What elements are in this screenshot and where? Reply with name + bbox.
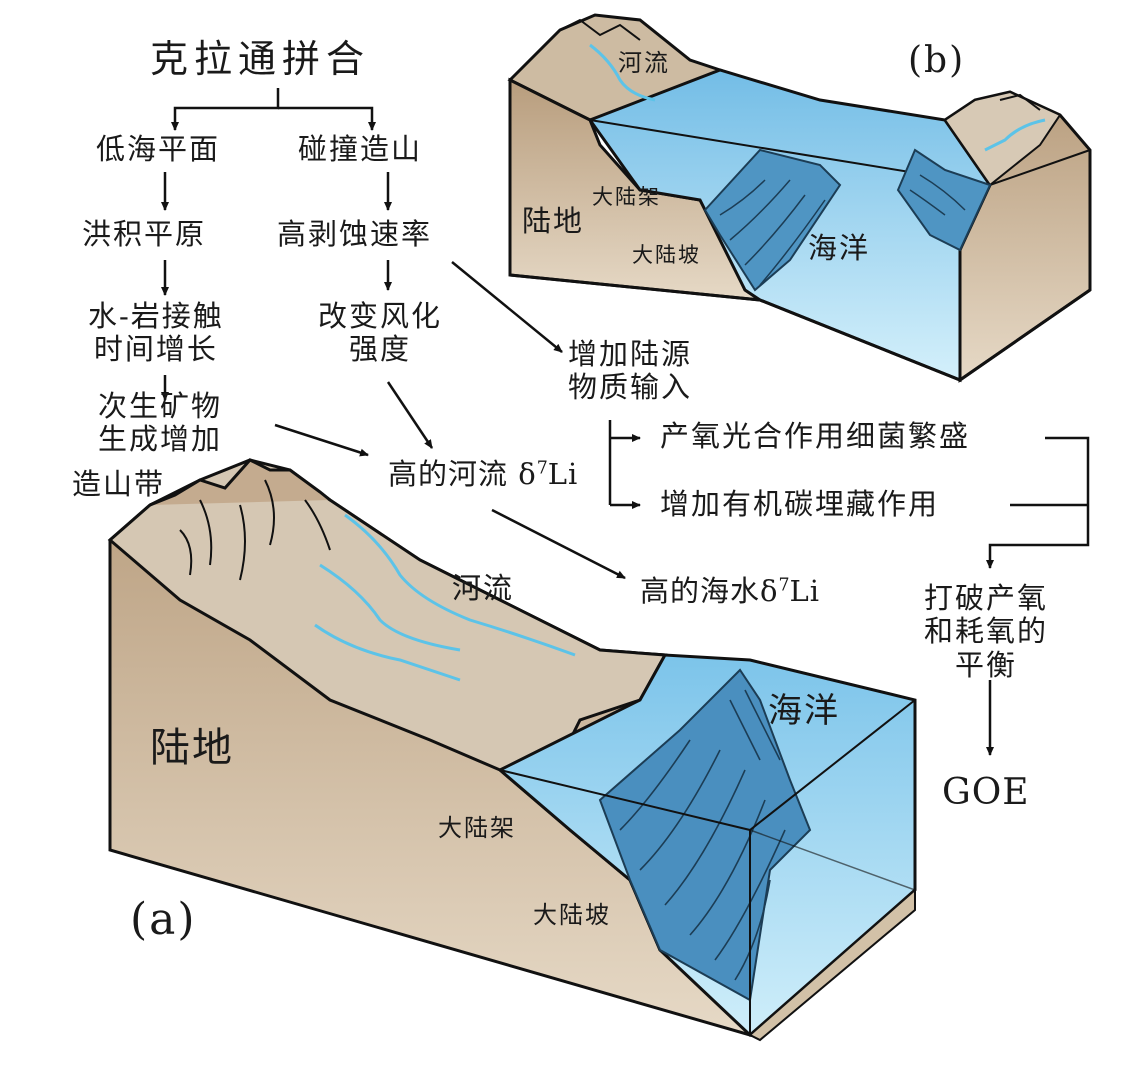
- panel-a-river-label: 河流: [452, 571, 515, 605]
- secondary-minerals-label: 次生矿物 生成增加: [98, 389, 223, 457]
- panel-b-tag: (b): [908, 40, 966, 81]
- panel-b-shelf-label: 大陆架: [592, 185, 661, 209]
- orogen-label: 造山带: [72, 467, 166, 501]
- panel-b-ocean-label: 海洋: [808, 231, 871, 265]
- root-label: 克拉通拼合: [150, 37, 371, 81]
- panel-a-block: [107, 458, 917, 1042]
- panel-a-shelf-label: 大陆架: [438, 814, 516, 842]
- low-sea-level-label: 低海平面: [96, 132, 221, 166]
- flow-arrows: [161, 88, 1090, 756]
- redox-balance-label: 打破产氧 和耗氧的 平衡: [924, 581, 1049, 682]
- panel-b-river-label: 河流: [618, 49, 670, 77]
- panel-b-block: [507, 13, 1092, 383]
- collision-orogeny-label: 碰撞造山: [298, 132, 423, 166]
- high-erosion-rate-label: 高剥蚀速率: [277, 217, 433, 251]
- panel-b-slope-label: 大陆坡: [632, 243, 701, 267]
- panel-a-ocean-label: 海洋: [768, 691, 840, 731]
- goe-label: GOE: [942, 772, 1030, 813]
- panel-a-slope-label: 大陆坡: [533, 901, 611, 929]
- organic-carbon-burial-label: 增加有机碳埋藏作用: [660, 487, 940, 521]
- cyanobacteria-bloom-label: 产氧光合作用细菌繁盛: [660, 419, 971, 453]
- river-li-label: 高的河流 δ7Li: [388, 457, 579, 491]
- terrigenous-input-label: 增加陆源 物质输入: [568, 337, 693, 405]
- panel-a-land-label: 陆地: [150, 725, 234, 771]
- seawater-li-label: 高的海水δ7Li: [640, 574, 821, 608]
- panel-b-land-label: 陆地: [522, 204, 585, 238]
- panel-a-tag: (a): [130, 894, 197, 945]
- water-rock-contact-label: 水-岩接触 时间增长: [88, 299, 224, 367]
- weathering-intensity-label: 改变风化 强度: [318, 299, 443, 367]
- alluvial-plain-label: 洪积平原: [82, 217, 207, 251]
